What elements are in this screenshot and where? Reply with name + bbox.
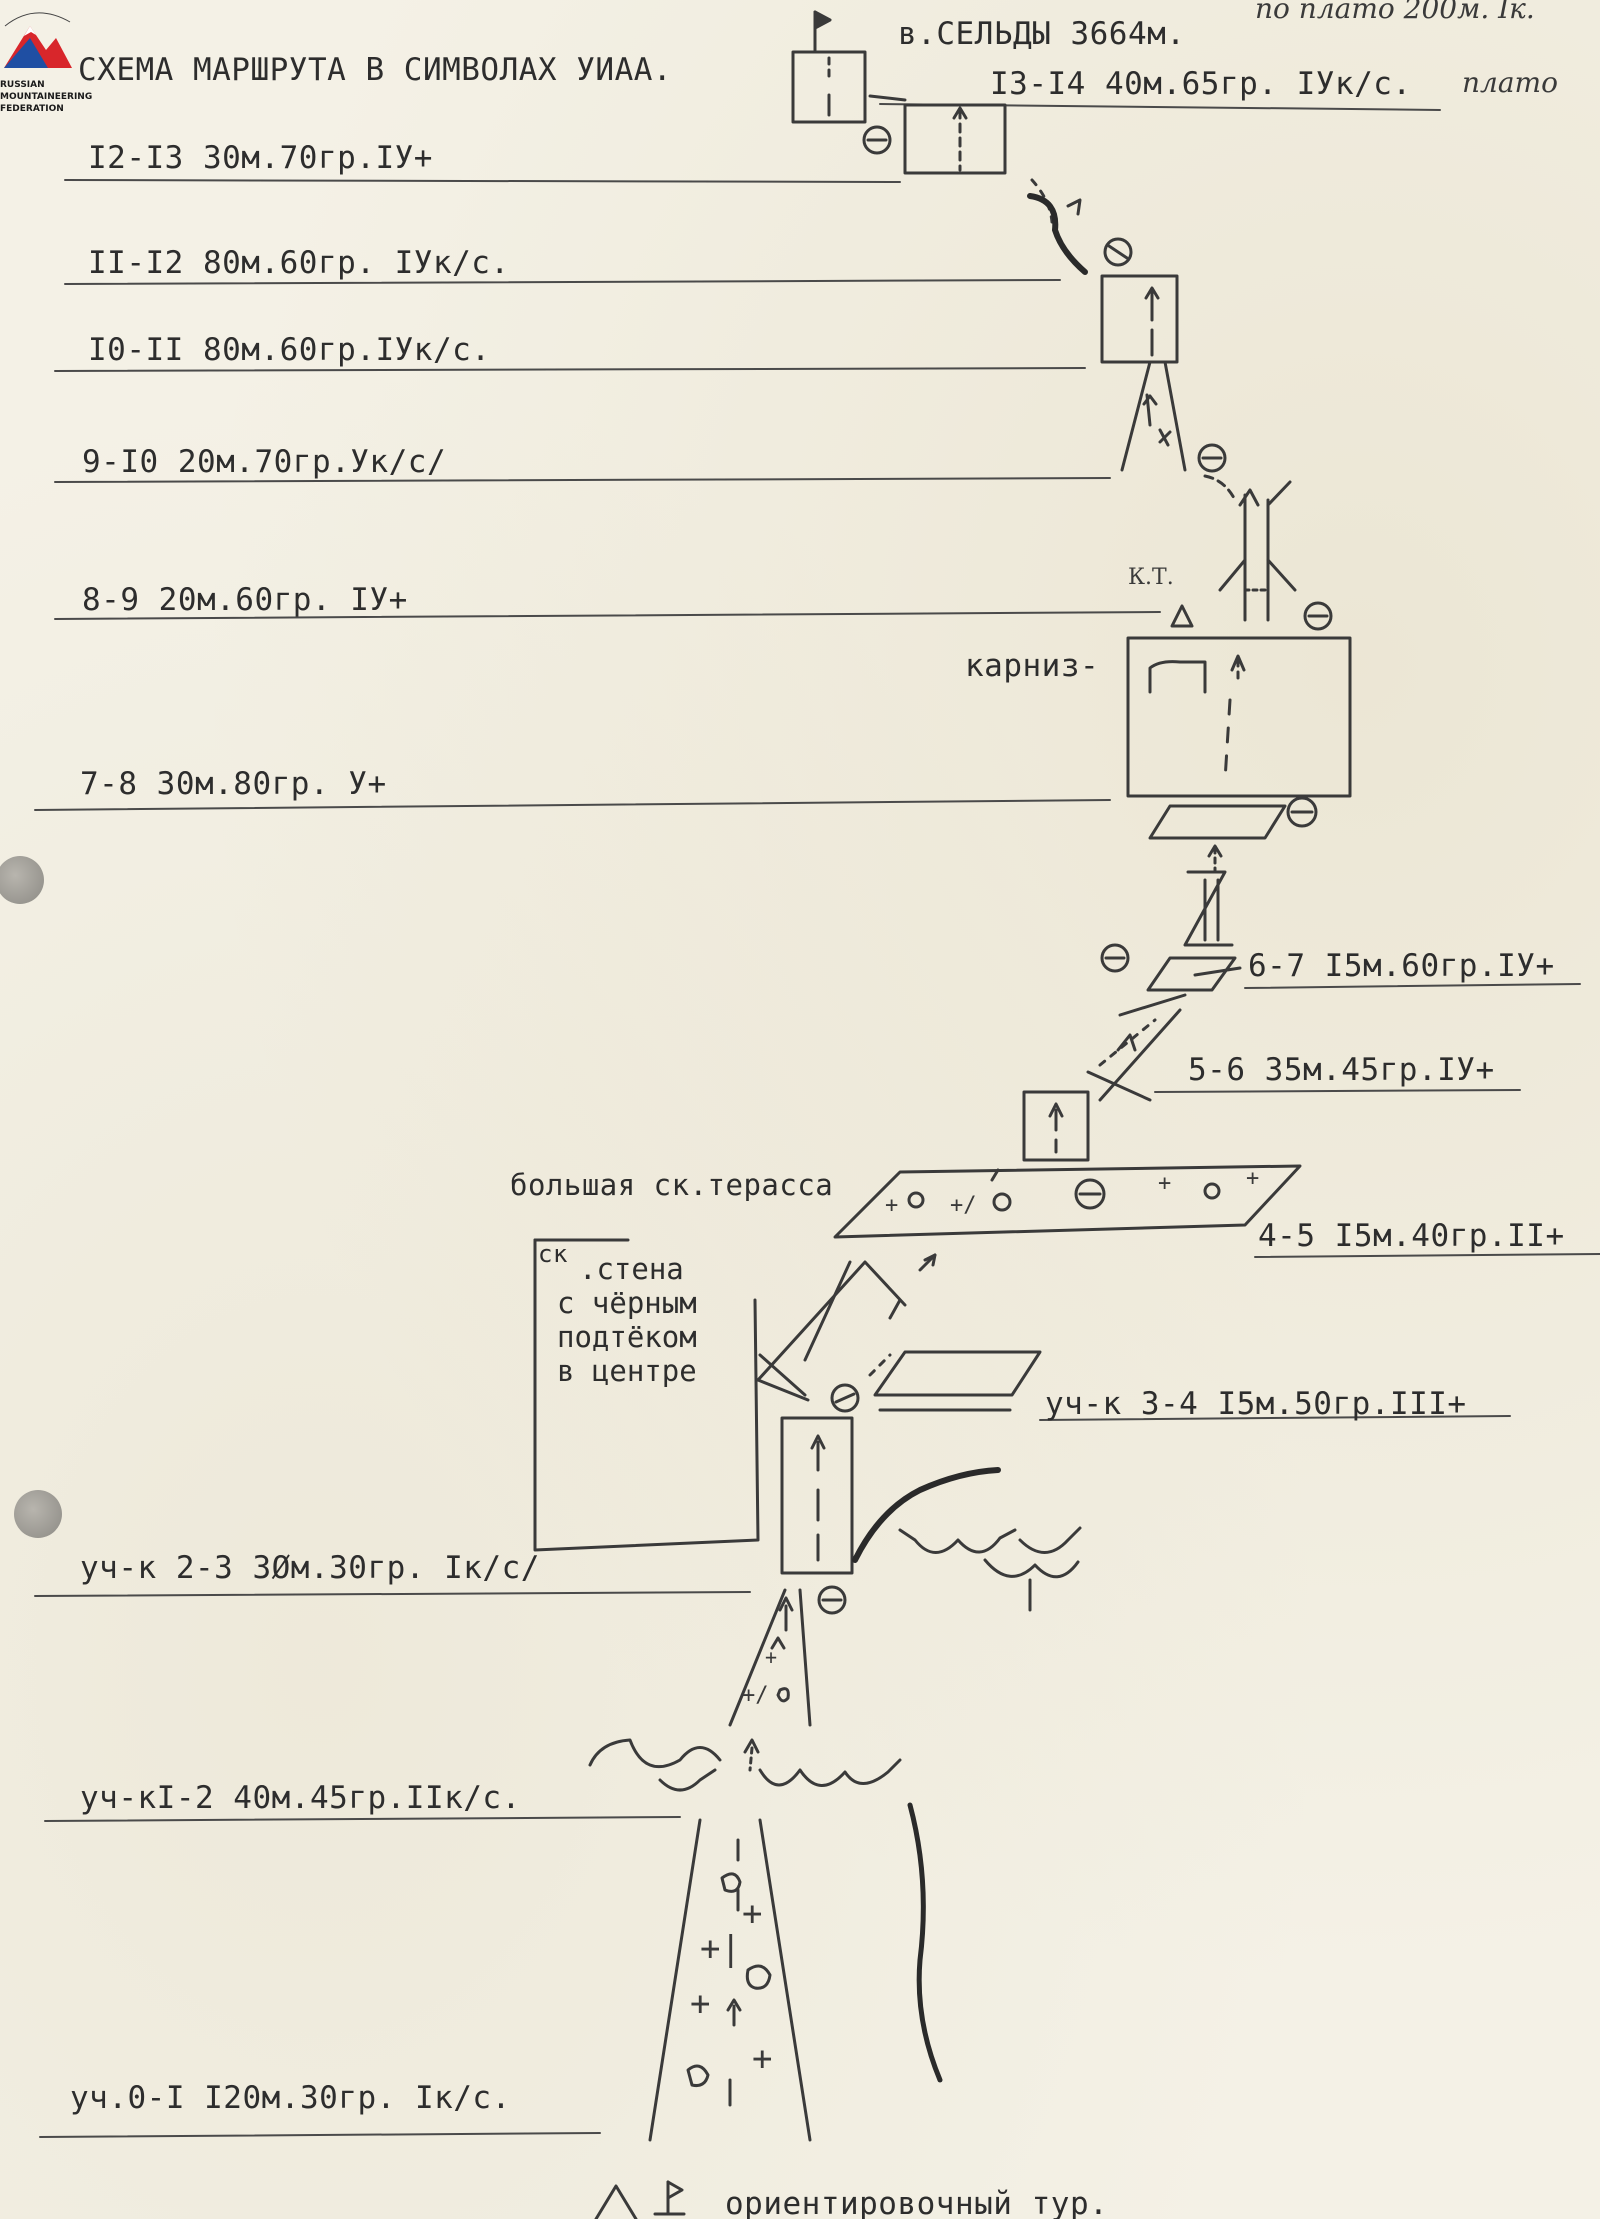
section-label-5-6: 5-6 35м.45гр.IУ+ [1188,1052,1495,1088]
svg-text:+/: +/ [742,1683,769,1708]
plateau-note: по плато 200м. Iк. [1255,0,1535,25]
cairn-label: ориентировочный тур. [725,2186,1109,2219]
federation-logo: RUSSIAN MOUNTAINEERING FEDERATION [0,8,92,123]
page-title: СХЕМА МАРШРУТА В СИМВОЛАХ УИАА. [78,52,673,88]
logo-line-1: RUSSIAN [0,80,45,90]
wall-note-line: подтёком [557,1320,697,1354]
section-label-4-5: 4-5 I5м.40гр.II+ [1258,1218,1565,1254]
logo-line-2: MOUNTAINEERING [0,92,93,102]
plateau-suffix: плато [1462,66,1558,99]
section-label-8-9: 8-9 20м.60гр. IУ+ [82,582,408,618]
section-label-0-1: уч.0-I I20м.30гр. Iк/с. [70,2080,511,2116]
svg-text:+: + [765,1645,777,1669]
control-point-label: К.Т. [1128,565,1174,590]
svg-text:+|: +| [700,1929,741,1969]
section-label-9-10: 9-I0 20м.70гр.Ук/с/ [82,444,447,480]
control-point-icon [1170,604,1194,628]
summit-flag-icon [791,10,867,124]
svg-text:+: + [752,2039,772,2079]
section-label-2-3: уч-к 2-3 3Øм.30гр. Iк/с/ [80,1550,540,1586]
svg-text:+: + [1158,1171,1171,1196]
wall-note: .стена с чёрным подтёком в центре [535,1240,697,1388]
wall-note-line: .стена [579,1252,684,1286]
cornice-label: карниз- [965,648,1100,684]
mountain-logo-icon [4,12,72,68]
svg-text:+: + [690,1984,710,2024]
section-underlines [34,103,1600,2138]
svg-text:+/: +/ [950,1193,977,1218]
logo-line-3: FEDERATION [0,104,64,114]
rock-wall-symbol [862,94,1007,175]
section-label-6-7: 6-7 I5м.60гр.IУ+ [1248,948,1555,984]
section-label-10-11: I0-II 80м.60гр.IУк/с. [88,332,491,368]
wall-note-line: с чёрным [557,1286,697,1320]
punch-hole [0,856,44,904]
svg-text:+: + [742,1894,762,1934]
terrace-label: большая ск.терасса [510,1168,834,1202]
punch-hole [14,1490,62,1538]
svg-text:+: + [1246,1166,1259,1191]
wall-abbrev: ск [538,1240,568,1268]
svg-text:+: + [885,1193,898,1218]
section-label-11-12: II-I2 80м.60гр. IУк/с. [88,245,510,281]
section-label-7-8: 7-8 30м.80гр. У+ [80,766,387,802]
section-label-13-14: I3-I4 40м.65гр. IУк/с. [990,66,1412,102]
cairn-icon [594,2184,638,2219]
section-label-3-4: уч-к 3-4 I5м.50гр.III+ [1045,1386,1467,1422]
section-label-1-2: уч-кI-2 40м.45гр.IIк/с. [80,1780,521,1816]
section-label-12-13: I2-I3 30м.70гр.IУ+ [88,140,433,176]
wall-note-line: в центре [557,1354,697,1388]
summit-label: в.СЕЛЬДЫ 3664м. [898,16,1186,52]
